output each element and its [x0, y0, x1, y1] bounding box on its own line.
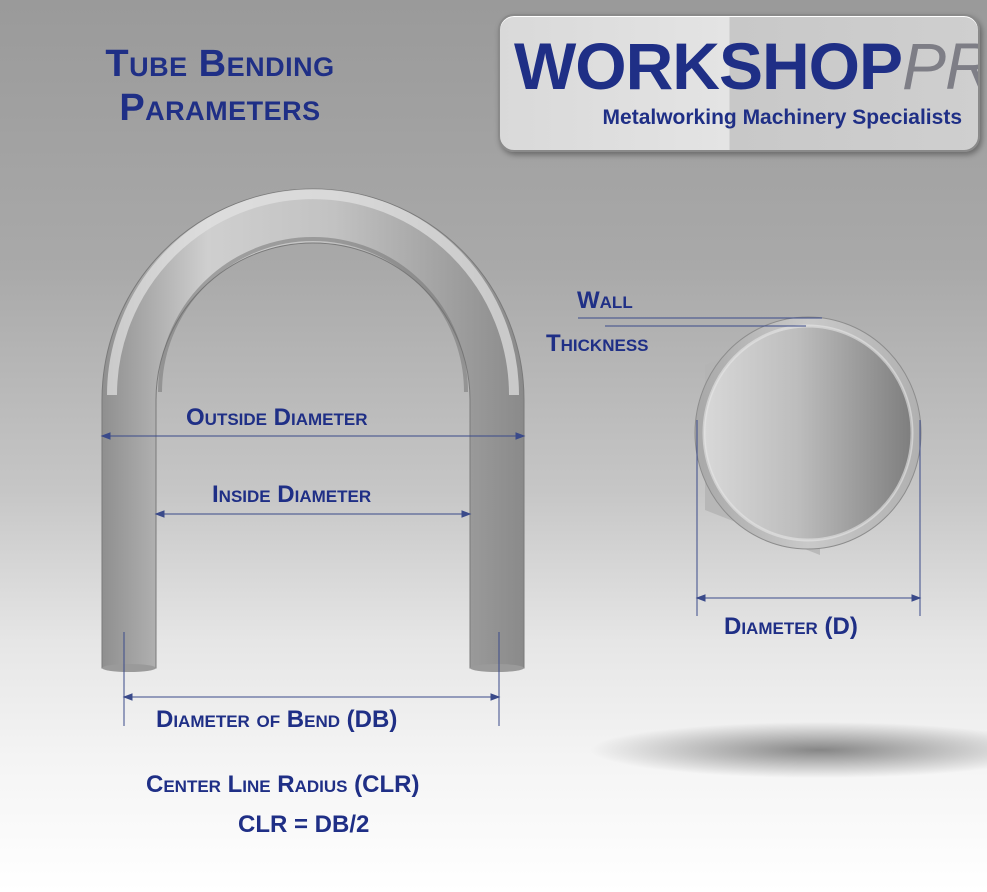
floor-shadow	[590, 722, 987, 778]
logo-name-part2: PRESS	[902, 29, 978, 103]
inside-diameter-label: Inside Diameter	[212, 481, 372, 508]
outside-diameter-dimension	[100, 432, 526, 440]
page-title: Tube Bending Parameters	[60, 42, 380, 130]
center-line-radius-label: Center Line Radius (CLR)	[146, 771, 420, 798]
brand-logo: WORKSHOPPRESS Metalworking Machinery Spe…	[498, 14, 980, 152]
wall-label: Wall	[577, 287, 633, 314]
page-title-line2: Parameters	[119, 87, 321, 129]
thickness-label: Thickness	[546, 330, 649, 357]
inside-diameter-dimension	[154, 510, 472, 518]
page-title-line1: Tube Bending	[105, 43, 335, 85]
u-bend-tube	[101, 188, 525, 672]
logo-name-part1: WORKSHOP	[514, 29, 903, 103]
wall-thickness-leader	[578, 317, 822, 327]
diameter-of-bend-label: Diameter of Bend (DB)	[156, 706, 398, 733]
logo-wordmark: WORKSHOPPRESS	[514, 26, 978, 106]
tube-cross-section	[694, 316, 922, 555]
diameter-of-bend-dimension	[122, 632, 501, 726]
diameter-label: Diameter (D)	[724, 613, 858, 640]
clr-formula-label: CLR = DB/2	[238, 811, 370, 838]
diameter-dimension	[695, 420, 922, 616]
logo-tagline: Metalworking Machinery Specialists	[602, 106, 962, 129]
outside-diameter-label: Outside Diameter	[186, 404, 368, 431]
